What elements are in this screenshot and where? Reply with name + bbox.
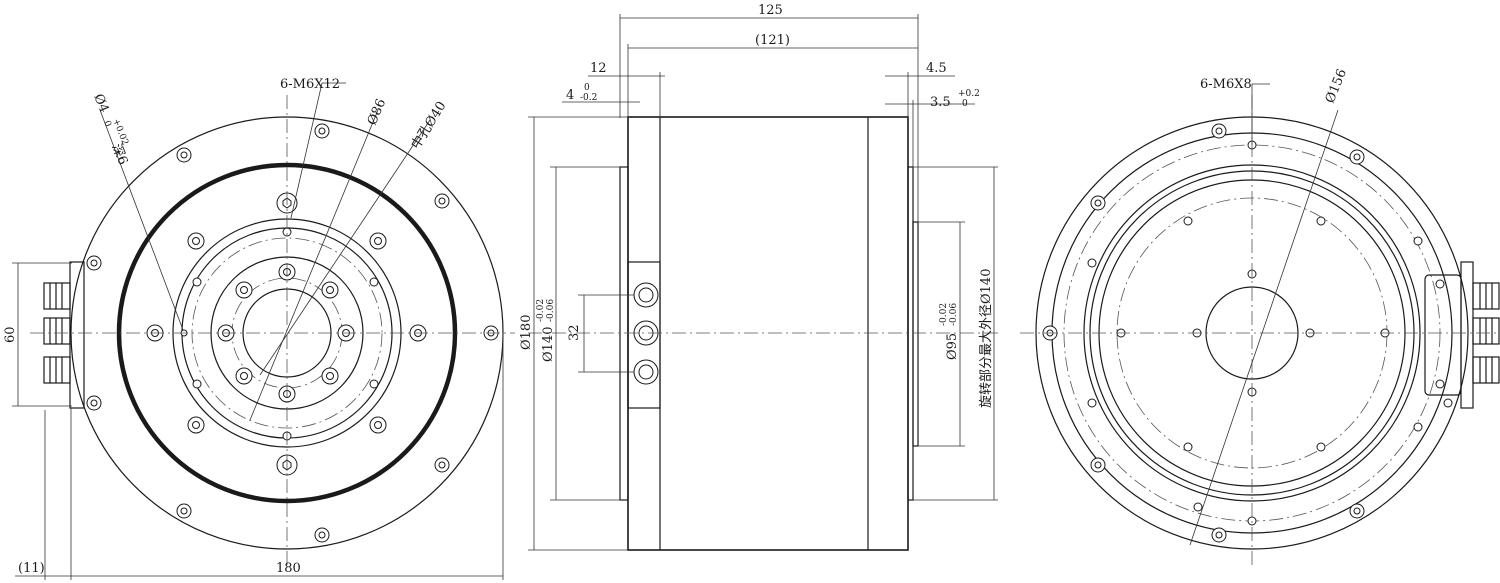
label-dia-180: Ø180 (519, 315, 534, 350)
label-pin-depth: 深6 (108, 142, 130, 167)
rear-inner-bolt-circle (1116, 197, 1388, 469)
rear-inner-bolts (1116, 216, 1390, 452)
label-height-60: 60 (3, 326, 18, 343)
side-rear-shaft (912, 221, 919, 447)
side-connector-block (627, 261, 661, 409)
label-dim-4-5: 4.5 (926, 61, 947, 76)
label-dim-12: 12 (590, 61, 607, 76)
label-width-180: 180 (276, 561, 301, 576)
label-dim-3-5-tol-lower: 0 (962, 99, 968, 109)
side-front-step (619, 166, 629, 501)
rear-housing-ring (1083, 164, 1421, 502)
leader-center-hole (259, 119, 431, 376)
housing-thick-ring (116, 162, 458, 504)
hub-bolts (217, 263, 355, 403)
leader-thread-left (290, 82, 346, 219)
cable-glands-right (1435, 279, 1500, 389)
label-dia-95: Ø95 (945, 333, 960, 360)
bolt-circle-small-holes (192, 227, 379, 441)
side-view: 125 (121) 12 4 0 -0.2 4.5 3.5 +0.2 0 Ø18… (519, 3, 1000, 551)
label-dia-156: Ø156 (1323, 67, 1350, 106)
label-dia-140-tol-upper: -0.02 (536, 299, 546, 322)
label-offset-11: (11) (18, 561, 45, 576)
label-thread-right: 6-M6X8 (1200, 77, 1252, 92)
label-dim-4-tol-lower: -0.2 (580, 93, 597, 103)
label-pin-hole: Ø4 (90, 92, 111, 115)
label-dim-3-5-tol-upper: +0.2 (958, 89, 980, 99)
label-dim-4: 4 (566, 88, 574, 103)
leader-pin-hole (99, 109, 184, 331)
label-rotor-max-od: 旋转部分最大外径Ø140 (979, 269, 994, 408)
leader-thread-right (1251, 83, 1270, 145)
label-dia-140-tol-lower: -0.06 (546, 299, 556, 322)
label-length-125: 125 (758, 3, 783, 18)
label-thread-left: 6-M6X12 (280, 77, 340, 92)
side-connector-ports (633, 282, 659, 385)
leader-dia-156 (1189, 109, 1339, 546)
label-dim-4-tol-upper: 0 (584, 83, 590, 93)
leader-dia-86 (249, 109, 379, 421)
side-body-outline (627, 116, 909, 551)
label-dim-3-5: 3.5 (930, 95, 951, 110)
label-dia-95-tol-lower: -0.06 (949, 303, 959, 326)
cable-glands-left (43, 282, 71, 384)
label-center-hole: 中孔Ø40 (409, 99, 450, 152)
label-dia-140: Ø140 (541, 327, 556, 362)
label-pin-tol-lower: 0 (101, 119, 113, 128)
connector-bracket-right (1424, 274, 1462, 396)
right-view: 6-M6X8 Ø156 (1020, 67, 1500, 565)
label-dim-32: 32 (567, 324, 582, 341)
label-dia-86: Ø86 (365, 97, 389, 128)
left-view: 6-M6X12 Ø86 中孔Ø40 Ø4 +0.02 0 深6 60 180 (… (3, 77, 515, 580)
label-length-121: (121) (755, 33, 790, 48)
label-dia-95-tol-upper: -0.02 (939, 303, 949, 326)
